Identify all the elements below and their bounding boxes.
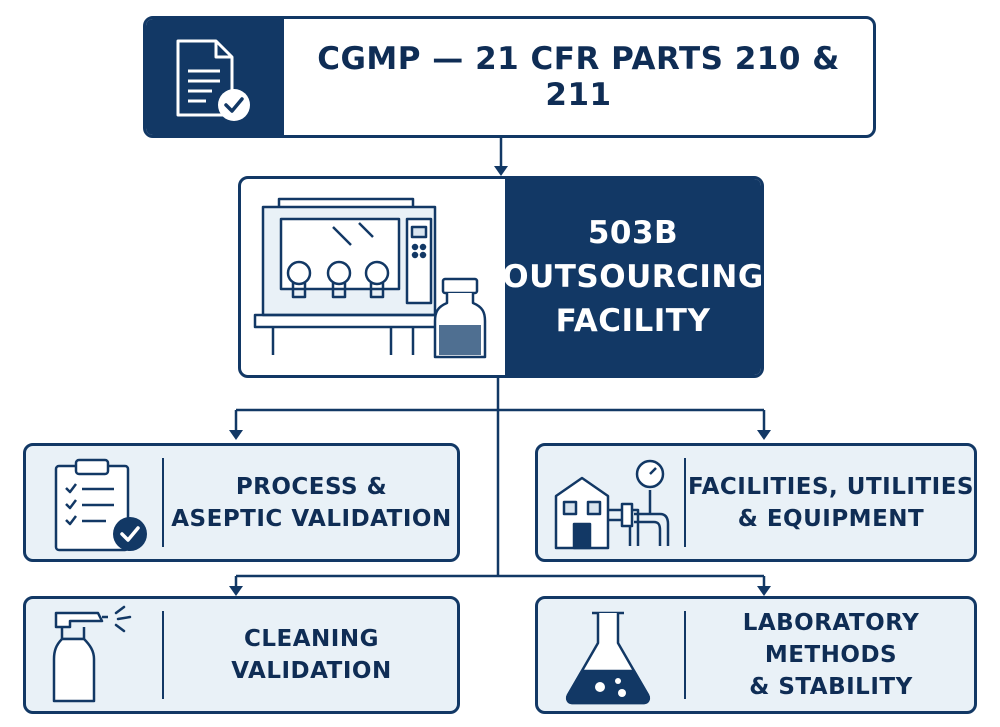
- facility-title-line-3: FACILITY: [555, 303, 711, 339]
- cgmp-title-text: CGMP — 21 CFR PARTS 210 & 211: [317, 41, 840, 113]
- facility-title: 503B OUTSOURCING FACILITY: [502, 179, 764, 375]
- process-validation-label: PROCESS & ASEPTIC VALIDATION: [166, 446, 457, 559]
- arrowhead: [229, 586, 243, 596]
- arrowhead: [229, 430, 243, 440]
- facility-title-line-1: 503B: [587, 215, 679, 251]
- cgmp-title: CGMP — 21 CFR PARTS 210 & 211: [284, 19, 873, 135]
- facilities-utilities-label: FACILITIES, UTILITIES & EQUIPMENT: [688, 446, 974, 559]
- clipboard-check-icon: [54, 458, 147, 552]
- outsourcing-facility-box: 503B OUTSOURCING FACILITY: [238, 176, 764, 378]
- cleaning-validation-label: CLEANING VALIDATION: [166, 599, 457, 711]
- facilities-utilities-line-1: FACILITIES, UTILITIES: [688, 473, 974, 500]
- laboratory-methods-line-1: LABORATORY METHODS: [742, 610, 920, 668]
- arrowhead: [757, 430, 771, 440]
- divider: [162, 611, 164, 699]
- document-check-icon: [176, 39, 250, 121]
- cleaning-validation-box: CLEANING VALIDATION: [23, 596, 460, 714]
- process-validation-line-2: ASEPTIC VALIDATION: [171, 505, 452, 532]
- divider: [684, 611, 686, 699]
- isolator-glovebox-icon: [253, 197, 487, 359]
- laboratory-methods-line-2: & STABILITY: [749, 674, 913, 700]
- spray-bottle-icon: [52, 605, 132, 703]
- process-validation-line-1: PROCESS &: [235, 473, 388, 500]
- facilities-utilities-line-2: & EQUIPMENT: [737, 505, 925, 532]
- arrowhead: [757, 586, 771, 596]
- divider: [162, 458, 164, 547]
- laboratory-methods-box: LABORATORY METHODS & STABILITY: [535, 596, 977, 714]
- arrowhead: [494, 166, 508, 176]
- cgmp-regulation-box: CGMP — 21 CFR PARTS 210 & 211: [143, 16, 876, 138]
- factory-pipes-icon: [554, 459, 670, 550]
- flask-icon: [565, 611, 651, 705]
- facility-title-panel: 503B OUTSOURCING FACILITY: [502, 179, 764, 375]
- cgmp-icon-panel: [146, 19, 284, 135]
- laboratory-methods-label: LABORATORY METHODS & STABILITY: [688, 599, 974, 711]
- vial-icon: [433, 277, 487, 359]
- process-validation-box: PROCESS & ASEPTIC VALIDATION: [23, 443, 460, 562]
- cleaning-validation-line-1: CLEANING VALIDATION: [231, 626, 392, 684]
- facilities-utilities-box: FACILITIES, UTILITIES & EQUIPMENT: [535, 443, 977, 562]
- divider: [684, 458, 686, 547]
- facility-title-line-2: OUTSOURCING: [502, 259, 764, 295]
